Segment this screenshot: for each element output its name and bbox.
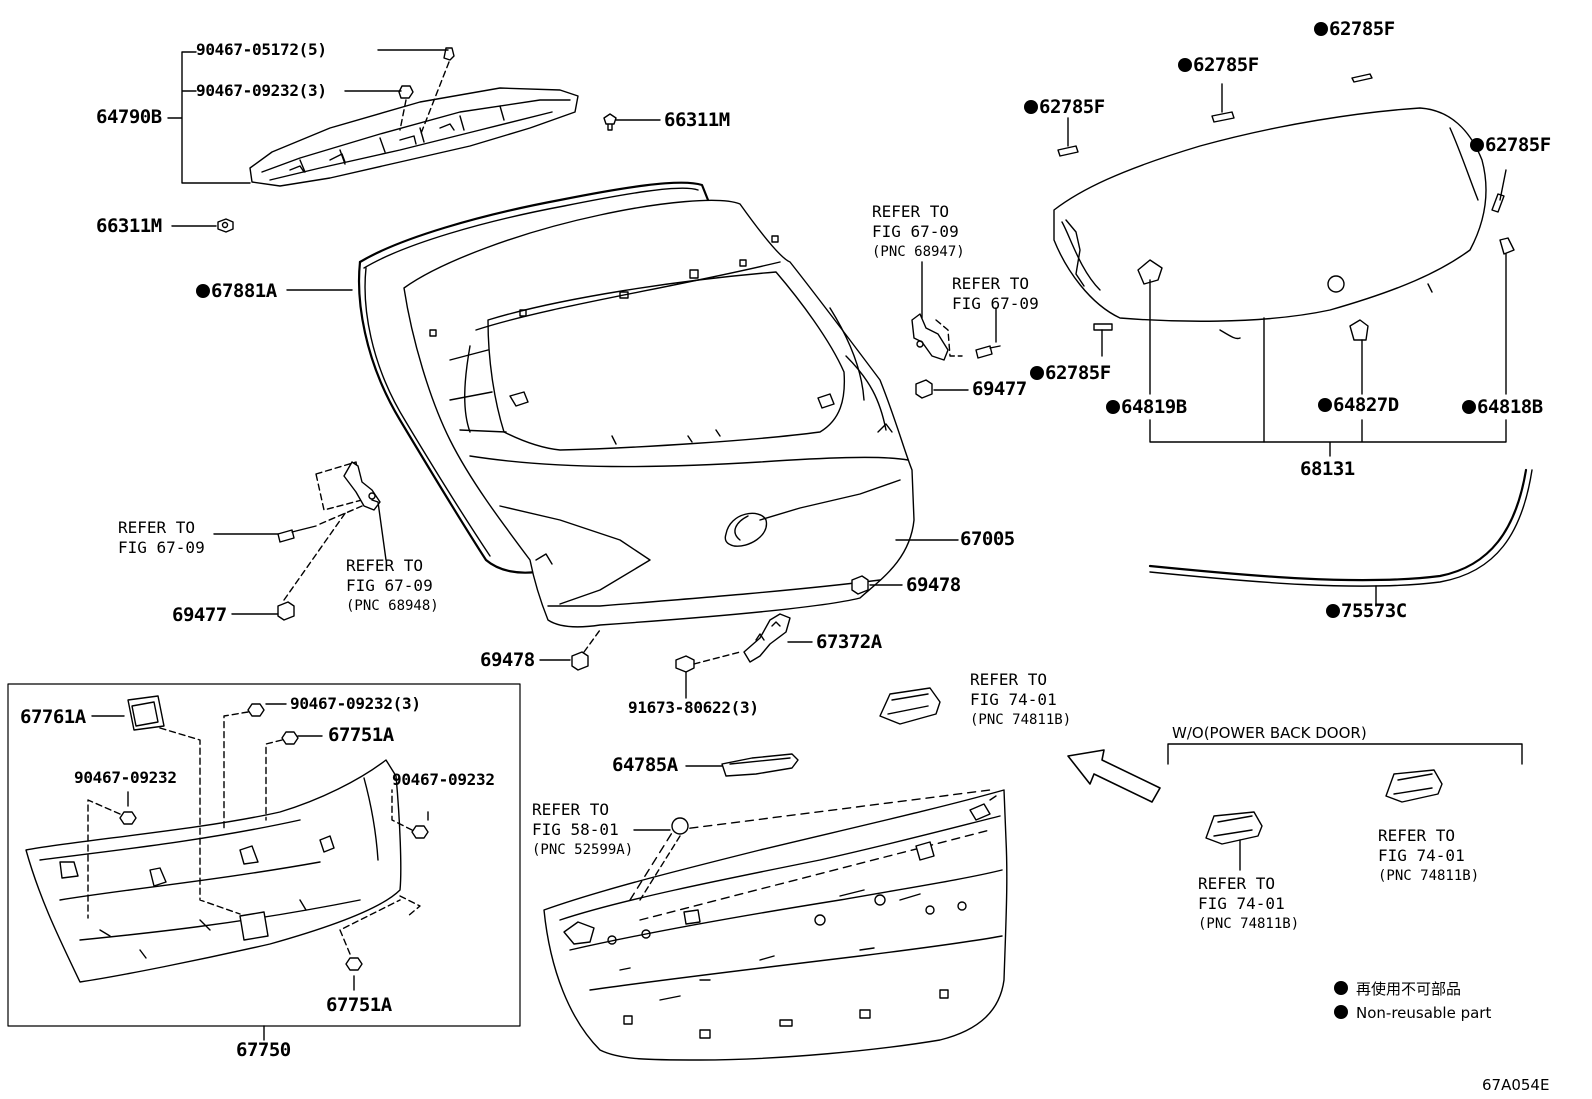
part-label-62785F: 62785F <box>1314 20 1395 39</box>
bumper-icon <box>277 601 295 621</box>
part-label-91673-80622: 91673-80622(3) <box>628 698 759 717</box>
mold-icon <box>1351 73 1373 83</box>
door-trim-drawing <box>25 759 402 983</box>
legend-en: Non-reusable part <box>1334 1004 1491 1022</box>
handle-icon <box>1385 769 1443 803</box>
clip-icon <box>1499 237 1515 255</box>
part-label-69478: 69478 <box>480 649 535 671</box>
part-label-62785F: 62785F <box>1178 56 1259 75</box>
direction-arrow <box>1067 749 1161 803</box>
part-label-67881A: 67881A <box>196 282 277 301</box>
non-reusable-dot-icon <box>1334 981 1348 995</box>
part-label-67750: 67750 <box>236 1039 291 1061</box>
part-label-75573C: 75573C <box>1326 602 1407 621</box>
clip-icon <box>1349 319 1369 341</box>
clip-icon <box>247 703 265 717</box>
mold-icon <box>1491 193 1505 213</box>
part-label-64827D: 64827D <box>1318 396 1399 415</box>
non-reusable-dot-icon <box>1326 604 1340 618</box>
non-reusable-dot-icon <box>1462 400 1476 414</box>
part-label-90467-09232: 90467-09232(3) <box>290 694 421 713</box>
clip-icon <box>411 825 429 839</box>
non-reusable-dot-icon <box>1030 366 1044 380</box>
weatherstrip-67881A-drawing <box>358 181 726 264</box>
part-label-68131: 68131 <box>1300 458 1355 480</box>
back-door-67005-drawing <box>403 199 915 628</box>
handle-icon <box>1205 811 1263 845</box>
legend-jp: 再使用不可部品 <box>1334 978 1461 999</box>
clip-icon <box>281 731 299 745</box>
fastener-icon <box>603 113 617 131</box>
part-label-90467-05172: 90467-05172(5) <box>196 40 327 59</box>
bumper-icon <box>915 379 933 399</box>
part-label-69477: 69477 <box>172 604 227 626</box>
nut-icon <box>217 218 234 233</box>
bumper-icon <box>571 651 589 671</box>
bracket-icon <box>743 613 791 663</box>
clip-icon <box>1137 259 1163 285</box>
mold-icon <box>1211 111 1235 123</box>
clip-icon <box>119 811 137 825</box>
plug-icon <box>671 817 689 835</box>
part-label-64819B: 64819B <box>1106 398 1187 417</box>
part-label-69477: 69477 <box>972 378 1027 400</box>
hinge-right-drawing <box>911 261 963 361</box>
non-reusable-dot-icon <box>1318 398 1332 412</box>
clip-icon <box>398 85 414 99</box>
back-glass-68131-drawing <box>1053 107 1487 340</box>
clip-icon <box>345 957 363 971</box>
non-reusable-dot-icon <box>1178 58 1192 72</box>
part-label-67751A: 67751A <box>326 994 392 1016</box>
molding-75573C-drawing <box>1148 468 1528 582</box>
handle-icon <box>879 687 941 725</box>
non-reusable-dot-icon <box>1024 100 1038 114</box>
part-label-62785F: 62785F <box>1030 364 1111 383</box>
part-label-67751A: 67751A <box>328 724 394 746</box>
spoiler-64790B-drawing <box>249 87 579 187</box>
part-label-62785F: 62785F <box>1470 136 1551 155</box>
part-label-64790B: 64790B <box>96 106 162 128</box>
part-label-90467-09232: 90467-09232 <box>74 768 177 787</box>
condition-label: W/O(POWER BACK DOOR) <box>1172 724 1367 742</box>
part-label-67005: 67005 <box>960 528 1015 550</box>
part-label-67761A: 67761A <box>20 706 86 728</box>
non-reusable-dot-icon <box>196 284 210 298</box>
part-label-67372A: 67372A <box>816 631 882 653</box>
non-reusable-dot-icon <box>1334 1005 1348 1019</box>
mold-icon <box>1093 323 1113 331</box>
part-label-64785A: 64785A <box>612 754 678 776</box>
mold-icon <box>1057 145 1079 157</box>
non-reusable-dot-icon <box>1470 138 1484 152</box>
part-label-66311M: 66311M <box>664 109 730 131</box>
bolt-icon <box>675 655 695 673</box>
part-label-90467-09232: 90467-09232 <box>392 770 495 789</box>
hinge-left-drawing <box>315 461 381 511</box>
part-label-64818B: 64818B <box>1462 398 1543 417</box>
back-panel-drawing <box>543 789 1008 1061</box>
bumper-icon <box>851 575 869 595</box>
part-label-66311M: 66311M <box>96 215 162 237</box>
clip-icon <box>443 47 455 61</box>
diagram-code: 67A054E <box>1482 1076 1550 1094</box>
pad-icon <box>721 753 799 777</box>
non-reusable-dot-icon <box>1106 400 1120 414</box>
part-label-90467-09232: 90467-09232(3) <box>196 81 327 100</box>
non-reusable-dot-icon <box>1314 22 1328 36</box>
part-label-69478: 69478 <box>906 574 961 596</box>
part-label-62785F: 62785F <box>1024 98 1105 117</box>
